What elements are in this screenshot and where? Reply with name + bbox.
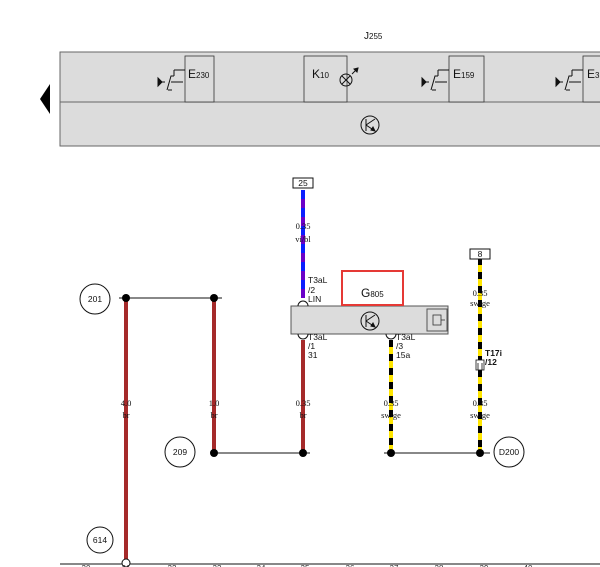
pin-arcs [297,300,397,340]
wire-label: 0.35 br [296,398,311,420]
axis-tick: 38 [435,564,444,567]
control-unit-module: E230 K10 E159 E3 [59,51,600,147]
switch-icon [555,69,583,91]
svg-text:201: 201 [88,294,102,304]
pin-t17i-number: /12 [485,357,497,367]
axis-tick: 39 [480,564,489,567]
node-201[interactable]: 201 [79,283,111,315]
connector-t17i-icon [475,359,485,371]
electronics-icon [360,115,380,135]
warning-lamp-icon [339,67,359,87]
axis-tick: 34 [257,564,266,567]
svg-text:209: 209 [173,447,187,457]
component-e159-label: E159 [453,67,475,81]
node-209[interactable]: 209 [164,436,196,468]
svg-text:D200: D200 [499,447,520,457]
svg-text:br: br [210,410,217,420]
axis-tick: 30 [82,564,91,567]
terminal-614 [121,558,131,567]
component-e3-label: E3 [587,67,600,81]
axis-ticks: 30 31 32 33 34 35 36 37 38 39 40 [82,564,533,567]
previous-page-arrow[interactable] [40,84,50,114]
pin-gnd-connector: T3aL [308,332,328,342]
sensor-g805[interactable] [290,305,449,335]
svg-text:0.35: 0.35 [473,398,488,408]
switch-icon [421,69,449,91]
axis-tick: 35 [301,564,310,567]
axis-tick: 36 [346,564,355,567]
pin-pwr-name: 15a [396,350,410,360]
wire-label: 4.0 br [121,398,132,420]
wire-label: 0.35 sw/ge [381,398,401,420]
pin-gnd-name: 31 [308,350,318,360]
svg-text:614: 614 [93,535,107,545]
svg-text:sw/ge: sw/ge [470,298,490,308]
pin-lin-number: /2 [308,285,315,295]
connector-box-8[interactable]: 8 [469,248,491,260]
pin-t17i-connector: T17i [485,348,502,358]
axis-tick: 32 [168,564,177,567]
svg-text:sw/ge: sw/ge [470,410,490,420]
wire-label: 1.0 br [209,398,220,420]
svg-text:vi/bl: vi/bl [295,234,311,244]
control-unit-label: J255 [364,31,383,42]
junction-dots [122,294,484,457]
svg-text:8: 8 [478,249,483,259]
connector-box-25[interactable]: 25 [292,177,314,189]
electronics-icon [360,311,380,331]
wire-label: 0.35 sw/ge [470,288,490,308]
axis-tick: 37 [390,564,399,567]
pin-pwr-connector: T3aL [396,332,416,342]
wire-label: 0.35 vi/bl [295,221,311,244]
switch-icon [157,69,185,91]
pin-lin-name: LIN [308,294,321,304]
component-e230-label: E230 [188,67,210,81]
wire-label: 0.35 sw/ge [470,398,490,420]
svg-text:0.35: 0.35 [473,288,488,298]
svg-text:br: br [122,410,129,420]
svg-text:0.35: 0.35 [384,398,399,408]
svg-text:br: br [299,410,306,420]
svg-text:0.35: 0.35 [296,221,311,231]
pin-gnd-number: /1 [308,341,315,351]
pin-lin-connector: T3aL [308,275,328,285]
svg-text:1.0: 1.0 [209,398,220,408]
pin-pwr-number: /3 [396,341,403,351]
axis-tick: 40 [524,564,533,567]
svg-text:0.35: 0.35 [296,398,311,408]
svg-text:25: 25 [298,178,308,188]
sensor-highlight-box [341,270,404,306]
svg-text:sw/ge: sw/ge [381,410,401,420]
sensor-g805-label: G805 [361,286,384,300]
axis-tick: 33 [213,564,222,567]
component-k10-label: K10 [312,67,329,81]
node-614[interactable]: 614 [86,526,114,554]
svg-text:4.0: 4.0 [121,398,132,408]
node-d200[interactable]: D200 [493,436,525,468]
axis-tick: 31 [122,564,131,567]
